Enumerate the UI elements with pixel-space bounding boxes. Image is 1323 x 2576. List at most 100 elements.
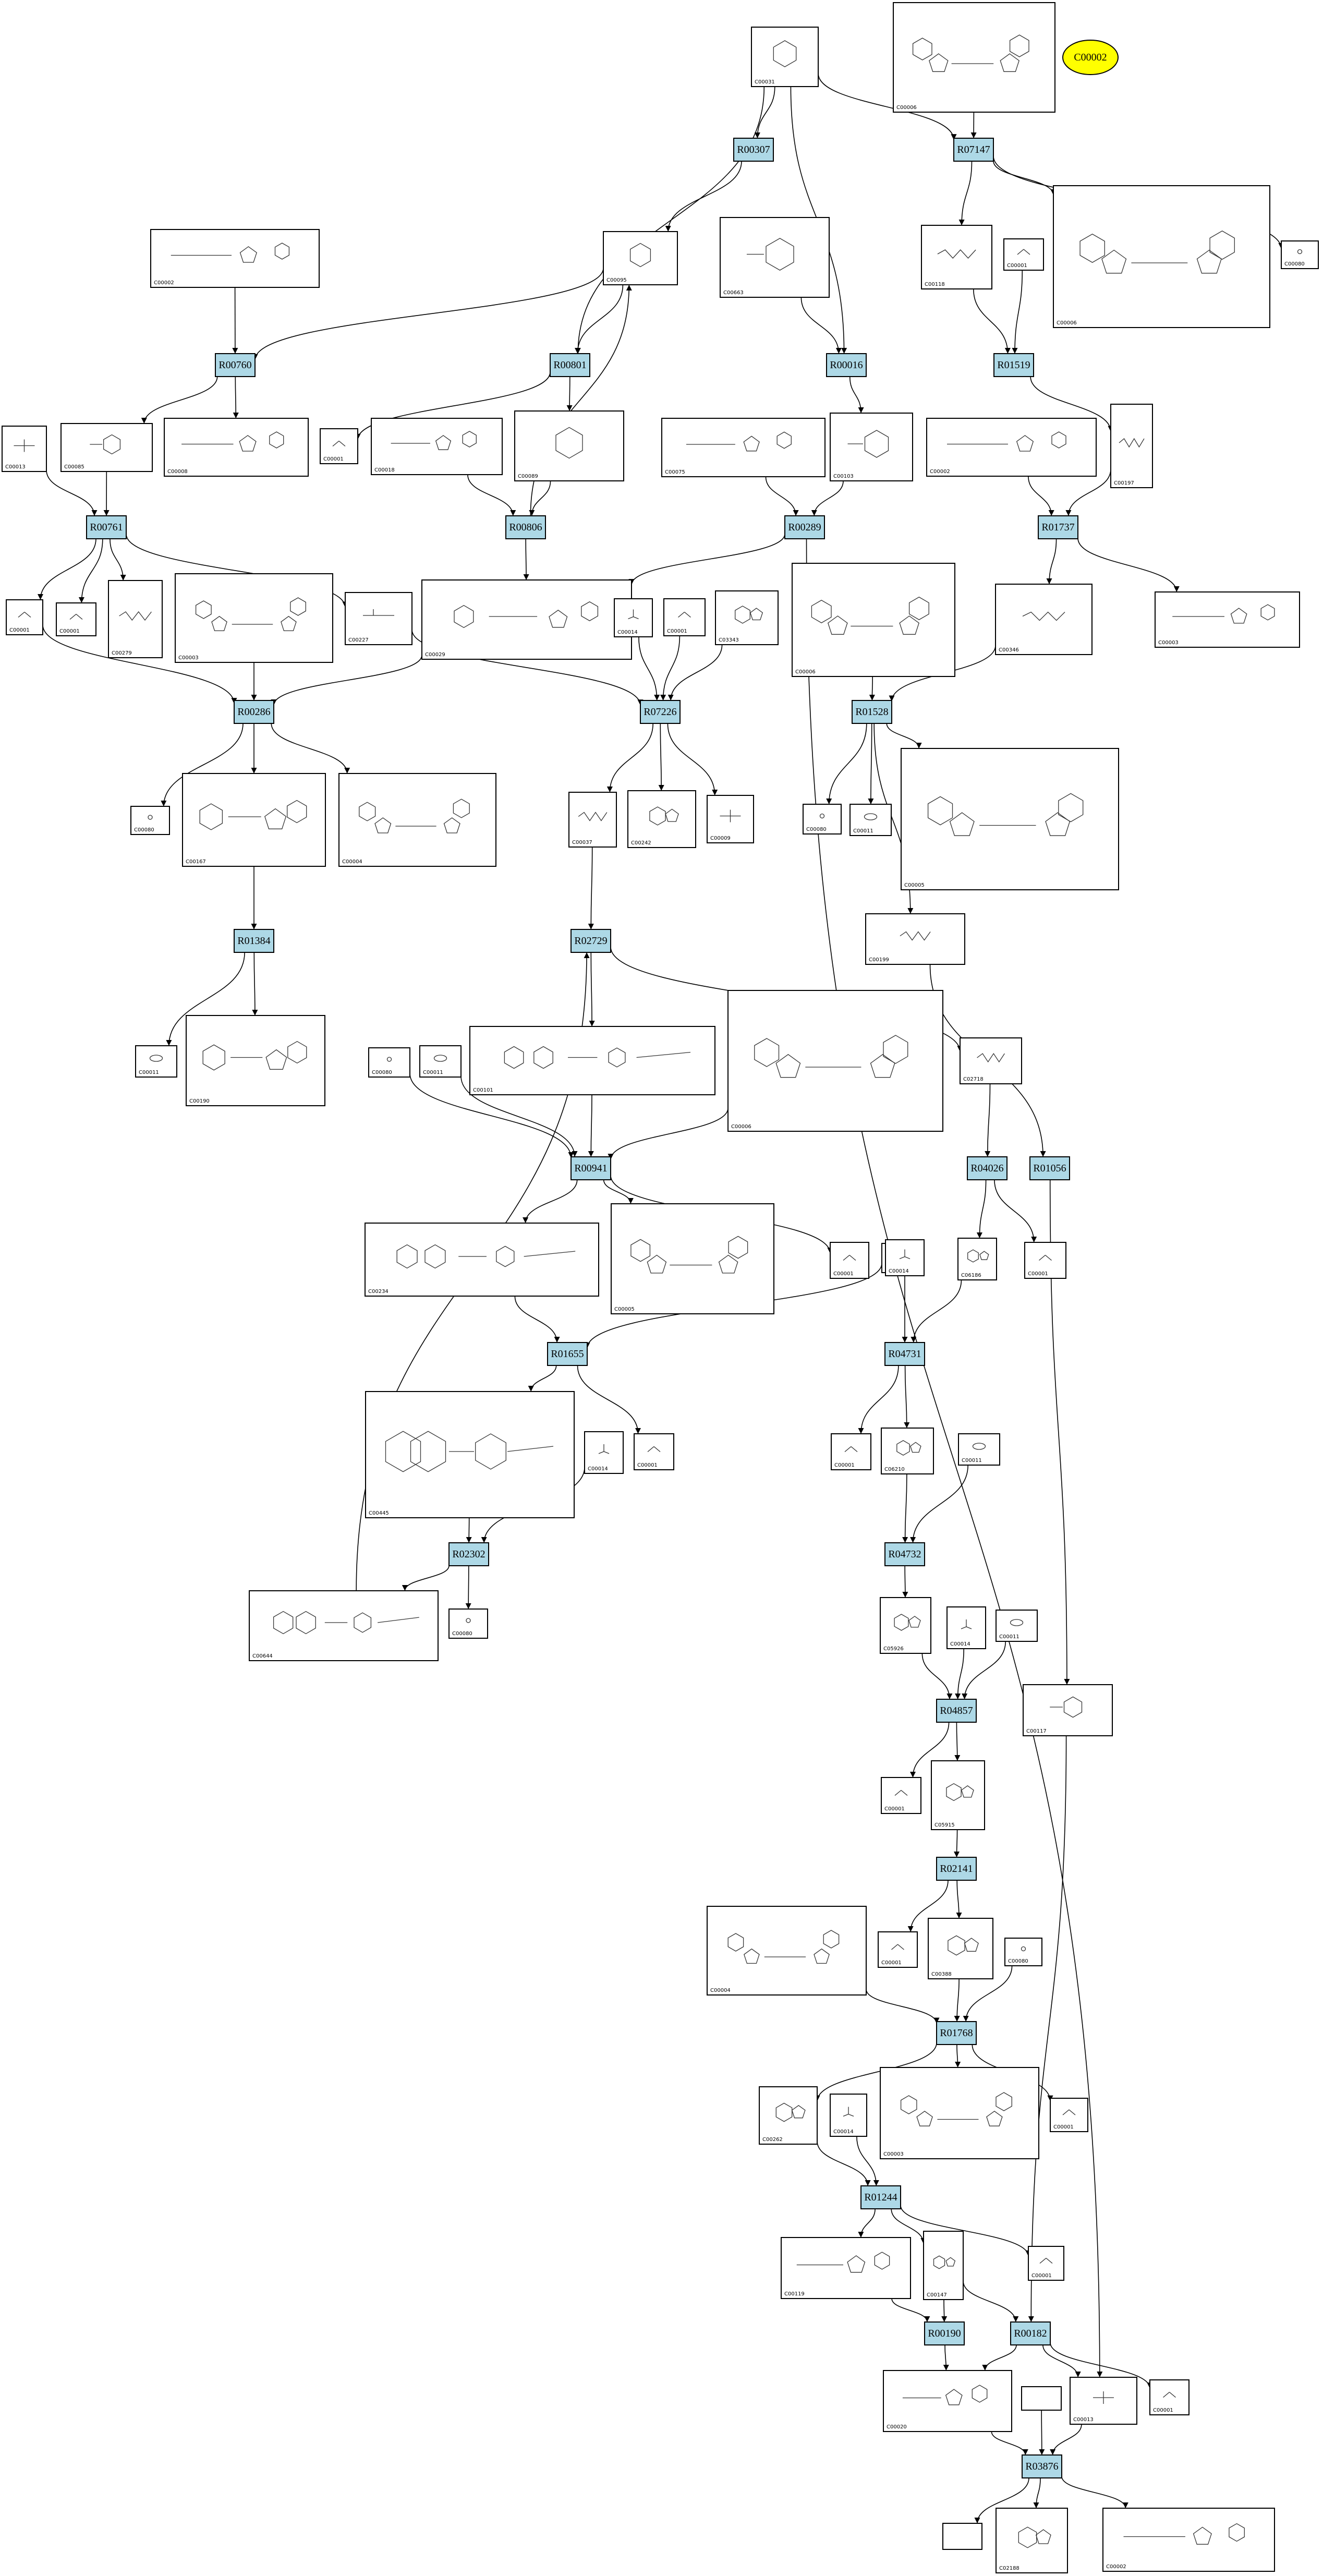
compound-C00003c[interactable]: C00003 <box>880 2067 1039 2159</box>
compound-C00346[interactable]: C00346 <box>995 584 1093 655</box>
compound-C00002c[interactable]: C00002 <box>1102 2508 1275 2572</box>
reaction-R00182[interactable]: R00182 <box>1010 2321 1051 2345</box>
compound-C00197[interactable]: C00197 <box>1110 404 1153 488</box>
compound-C00001n[interactable]: C00001 <box>1149 2379 1190 2415</box>
compound-C00018[interactable]: C00018 <box>371 418 503 475</box>
compound-C00075[interactable]: C00075 <box>661 418 826 477</box>
compound-C00242[interactable]: C00242 <box>627 790 696 848</box>
compound-C00009a[interactable]: C00009 <box>707 795 754 843</box>
reaction-R01768[interactable]: R01768 <box>936 2021 977 2045</box>
compound-C06210[interactable]: C06210 <box>881 1428 934 1474</box>
compound-C00001h[interactable]: C00001 <box>634 1433 674 1470</box>
compound-Cblank2[interactable] <box>942 2523 982 2550</box>
compound-C00001i[interactable]: C00001 <box>831 1433 871 1470</box>
compound-C05915[interactable]: C05915 <box>931 1760 985 1830</box>
compound-C00011d[interactable]: C00011 <box>958 1433 1000 1466</box>
reaction-R02302[interactable]: R02302 <box>448 1542 489 1566</box>
compound-C00001e[interactable]: C00001 <box>663 598 706 636</box>
reaction-R01384[interactable]: R01384 <box>234 929 274 953</box>
compound-C00234[interactable]: C00234 <box>365 1223 599 1297</box>
compound-C00008a[interactable]: C00008 <box>164 418 309 477</box>
reaction-R00190[interactable]: R00190 <box>924 2321 965 2345</box>
reaction-R00307[interactable]: R00307 <box>733 138 774 162</box>
compound-C00005b[interactable]: C00005 <box>611 1203 774 1314</box>
reaction-R04731[interactable]: R04731 <box>884 1342 925 1366</box>
compound-C00001c[interactable]: C00001 <box>6 599 43 635</box>
reaction-R04857[interactable]: R04857 <box>936 1699 977 1723</box>
compound-C00001a[interactable]: C00001 <box>1003 238 1044 271</box>
reaction-R01244[interactable]: R01244 <box>860 2185 901 2209</box>
compound-C00644[interactable]: C00644 <box>249 1590 439 1661</box>
compound-C00663[interactable]: C00663 <box>720 217 830 298</box>
compound-C00103[interactable]: C00103 <box>830 413 913 481</box>
reaction-R07147[interactable]: R07147 <box>953 138 994 162</box>
reaction-R01519[interactable]: R01519 <box>993 353 1034 377</box>
reaction-R01528[interactable]: R01528 <box>852 700 892 724</box>
compound-C00147[interactable]: C00147 <box>923 2231 964 2300</box>
compound-C05926[interactable]: C05926 <box>880 1597 931 1654</box>
compound-C00004b[interactable]: C00004 <box>707 1906 867 1996</box>
compound-C00011e[interactable]: C00011 <box>996 1610 1038 1642</box>
reaction-R01056[interactable]: R01056 <box>1029 1156 1070 1180</box>
compound-C00001j[interactable]: C00001 <box>881 1777 921 1814</box>
compound-C00190[interactable]: C00190 <box>186 1015 325 1106</box>
compound-C02188[interactable]: C02188 <box>996 2508 1068 2573</box>
compound-C00011b[interactable]: C00011 <box>135 1045 177 1078</box>
compound-C00020[interactable]: C00020 <box>883 2370 1012 2432</box>
compound-C00001b[interactable]: C00001 <box>320 428 358 464</box>
compound-C00080g[interactable]: C00080 <box>1004 1938 1042 1966</box>
compound-C00029[interactable]: C00029 <box>421 579 632 660</box>
compound-C00014d[interactable]: C00014 <box>946 1606 986 1649</box>
compound-C00002b[interactable]: C00002 <box>926 418 1097 477</box>
compound-C00080b[interactable]: C00080 <box>130 806 170 835</box>
reaction-R01737[interactable]: R01737 <box>1038 515 1078 539</box>
reaction-R04732[interactable]: R04732 <box>884 1542 925 1566</box>
compound-C00085[interactable]: C00085 <box>60 423 153 472</box>
compound-C03343[interactable]: C03343 <box>715 590 779 645</box>
highlighted-compound[interactable]: C00002 <box>1062 40 1119 75</box>
compound-C00004a[interactable]: C00004 <box>338 773 496 867</box>
reaction-R02141[interactable]: R02141 <box>936 1857 977 1881</box>
compound-C00001g[interactable]: C00001 <box>1024 1242 1066 1279</box>
compound-C00445[interactable]: C00445 <box>365 1391 575 1518</box>
compound-C00013b[interactable]: C00013 <box>1070 2377 1137 2425</box>
compound-C00003b[interactable]: C00003 <box>1155 591 1300 648</box>
compound-C00001m[interactable]: C00001 <box>1028 2246 1064 2281</box>
reaction-R02729[interactable]: R02729 <box>571 929 611 953</box>
reaction-R00761[interactable]: R00761 <box>86 515 127 539</box>
compound-C00014b[interactable]: C00014 <box>885 1239 925 1276</box>
compound-C00117[interactable]: C00117 <box>1023 1684 1113 1736</box>
reaction-R04026[interactable]: R04026 <box>967 1156 1008 1180</box>
compound-C00001d[interactable]: C00001 <box>56 602 96 636</box>
compound-C00095[interactable]: C00095 <box>603 231 678 285</box>
reaction-R00760[interactable]: R00760 <box>215 353 256 377</box>
compound-C00080c[interactable]: C00080 <box>803 804 842 835</box>
compound-C00014e[interactable]: C00014 <box>830 2094 867 2137</box>
compound-C00011a[interactable]: C00011 <box>849 804 892 836</box>
compound-C00014c[interactable]: C00014 <box>584 1431 624 1474</box>
compound-C00080f[interactable]: C00080 <box>448 1609 488 1639</box>
reaction-R00016[interactable]: R00016 <box>826 353 867 377</box>
reaction-R00806[interactable]: R00806 <box>505 515 546 539</box>
compound-C00003a[interactable]: C00003 <box>175 573 333 663</box>
compound-C00167[interactable]: C00167 <box>182 773 326 867</box>
reaction-R00289[interactable]: R00289 <box>784 515 825 539</box>
reaction-R01655[interactable]: R01655 <box>547 1342 588 1366</box>
compound-C00080a[interactable]: C00080 <box>1281 240 1319 269</box>
compound-C00001k[interactable]: C00001 <box>878 1931 918 1968</box>
compound-C00089[interactable]: C00089 <box>514 410 624 481</box>
compound-C00006c[interactable]: C00006 <box>792 563 955 677</box>
compound-Cblank1[interactable] <box>1021 2386 1062 2411</box>
reaction-R00941[interactable]: R00941 <box>571 1156 611 1180</box>
compound-C06186[interactable]: C06186 <box>957 1238 997 1280</box>
compound-C00279[interactable]: C00279 <box>108 580 163 658</box>
reaction-R00286[interactable]: R00286 <box>234 700 274 724</box>
compound-C00199[interactable]: C00199 <box>865 913 965 965</box>
compound-C00013[interactable]: C00013 <box>2 426 47 472</box>
compound-C00037[interactable]: C00037 <box>568 792 617 848</box>
compound-C00011c[interactable]: C00011 <box>419 1045 462 1078</box>
compound-C00006a[interactable]: C00006 <box>893 2 1055 113</box>
compound-C00262[interactable]: C00262 <box>759 2086 818 2145</box>
compound-C00118[interactable]: C00118 <box>921 225 992 289</box>
compound-C00119[interactable]: C00119 <box>781 2237 911 2299</box>
